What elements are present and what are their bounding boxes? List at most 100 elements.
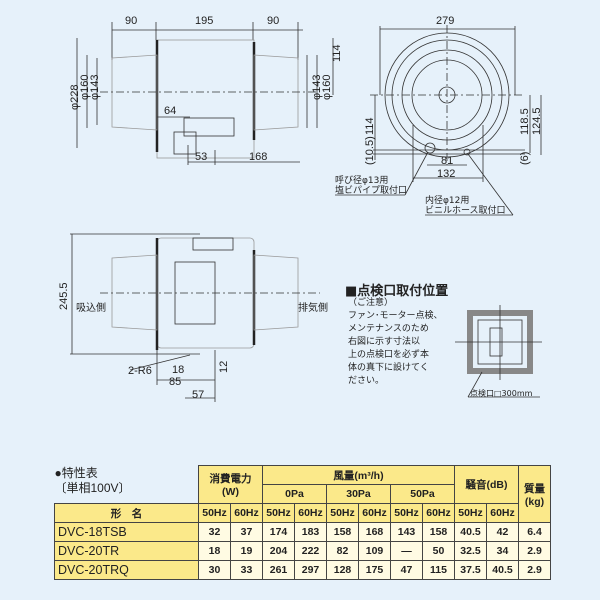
table-cell: 37 — [230, 522, 263, 542]
note-line: ださい。 — [348, 376, 385, 386]
table-subtitle: 〔単相100V〕 — [54, 480, 131, 495]
side-view-drawing — [70, 233, 320, 402]
table-cell: 204 — [262, 541, 295, 561]
table-cell: 175 — [358, 560, 391, 580]
table-cell: 19 — [230, 541, 263, 561]
header-hz: 60Hz — [294, 503, 327, 523]
dim-81: 81 — [441, 155, 453, 167]
dim-124-5: 124.5 — [531, 107, 543, 135]
table-cell: 158 — [326, 522, 359, 542]
header-airflow: 風量(m³/h) — [262, 465, 455, 485]
table-cell: — — [390, 541, 423, 561]
dim-phi143-right: φ143 — [311, 75, 323, 101]
header-50pa: 50Pa — [390, 484, 455, 504]
table-cell: 33 — [230, 560, 263, 580]
dim-10-5: (10.5) — [364, 136, 376, 165]
dim-6: (6) — [519, 152, 531, 165]
inspection-opening-diagram — [455, 305, 542, 398]
table-cell: 261 — [262, 560, 295, 580]
header-power: 消費電力(W) — [198, 465, 263, 504]
note-line: メンテナンスのため — [348, 324, 429, 334]
table-cell: 40.5 — [486, 560, 519, 580]
dim-90-right: 90 — [267, 15, 279, 27]
table-cell: 50 — [422, 541, 455, 561]
note-line: ファン･モーター点検、 — [348, 311, 443, 321]
table-title: ●特性表 — [54, 465, 98, 480]
table-cell: 30 — [198, 560, 231, 580]
header-mass: 質量(kg) — [518, 465, 551, 523]
model-name: DVC-18TSB — [54, 522, 199, 542]
dim-phi228: φ228 — [69, 85, 81, 111]
table-cell: 143 — [390, 522, 423, 542]
dim-phi143-left: φ143 — [89, 75, 101, 101]
header-hz: 50Hz — [454, 503, 487, 523]
inspection-title: ■点検口取付位置 — [345, 284, 449, 299]
outlet-side-label: 排気側 — [298, 301, 328, 314]
callout-vinyl-hose-line1: 内径φ12用 — [425, 194, 469, 206]
header-0pa: 0Pa — [262, 484, 327, 504]
header-hz: 60Hz — [422, 503, 455, 523]
table-cell: 42 — [486, 522, 519, 542]
front-view-drawing — [335, 25, 542, 216]
dim-85: 85 — [169, 376, 181, 388]
note-line: 体の真下に設けてく — [348, 363, 429, 373]
table-cell: 32 — [198, 522, 231, 542]
table-cell: 109 — [358, 541, 391, 561]
table-cell: 37.5 — [454, 560, 487, 580]
inspection-note: （ご注意） ファン･モーター点検、 メンテナンスのため 右図に示す寸法以 上の点… — [348, 297, 443, 388]
table-cell: 47 — [390, 560, 423, 580]
inspection-opening-label: 点検口□300mm — [470, 388, 533, 398]
header-hz: 50Hz — [262, 503, 295, 523]
table-cell: 82 — [326, 541, 359, 561]
table-cell: 174 — [262, 522, 295, 542]
dim-279: 279 — [436, 15, 454, 27]
dim-18: 18 — [172, 364, 184, 376]
dim-195: 195 — [195, 15, 213, 27]
inlet-side-label: 吸込側 — [76, 301, 106, 314]
table-cell: 128 — [326, 560, 359, 580]
note-line: （ご注意） — [348, 298, 394, 308]
dim-57: 57 — [192, 389, 204, 401]
dim-118-5: 118.5 — [519, 108, 531, 135]
model-name: DVC-20TR — [54, 541, 199, 561]
header-30pa: 30Pa — [326, 484, 391, 504]
dim-phi160-right: φ160 — [321, 75, 333, 101]
dim-114: 114 — [331, 44, 343, 62]
dim-114-front: 114 — [364, 117, 376, 135]
dim-64: 64 — [164, 105, 176, 117]
spec-table: ●特性表 〔単相100V〕 消費電力(W) 風量(m³/h) 騒音(dB) 質量… — [54, 465, 551, 580]
table-cell: 32.5 — [454, 541, 487, 561]
table-cell: 2.9 — [518, 560, 551, 580]
dim-2-r6: 2-R6 — [128, 365, 152, 377]
table-cell: 40.5 — [454, 522, 487, 542]
dim-phi160-left: φ160 — [79, 75, 91, 101]
dim-12: 12 — [218, 361, 230, 373]
header-hz: 50Hz — [390, 503, 423, 523]
table-cell: 183 — [294, 522, 327, 542]
table-cell: 115 — [422, 560, 455, 580]
dim-132: 132 — [437, 168, 455, 180]
table-cell: 34 — [486, 541, 519, 561]
table-cell: 222 — [294, 541, 327, 561]
dim-245-5: 245.5 — [58, 282, 70, 310]
table-cell: 168 — [358, 522, 391, 542]
top-view-drawing — [76, 22, 334, 165]
table-cell: 6.4 — [518, 522, 551, 542]
header-hz: 60Hz — [358, 503, 391, 523]
table-title-cell: ●特性表 〔単相100V〕 — [54, 465, 199, 504]
dim-53: 53 — [195, 151, 207, 163]
dim-168: 168 — [249, 151, 267, 163]
table-cell: 297 — [294, 560, 327, 580]
header-hz: 60Hz — [486, 503, 519, 523]
dim-90-left: 90 — [125, 15, 137, 27]
header-hz: 60Hz — [230, 503, 263, 523]
callout-pvc-pipe-line2: 塩ビパイプ取付口 — [335, 184, 407, 196]
note-line: 上の点検口を必ず本 — [348, 350, 430, 360]
header-hz: 50Hz — [198, 503, 231, 523]
table-cell: 18 — [198, 541, 231, 561]
technical-drawings: 90 195 90 114 φ228 φ160 φ143 φ143 φ160 6… — [58, 15, 543, 402]
